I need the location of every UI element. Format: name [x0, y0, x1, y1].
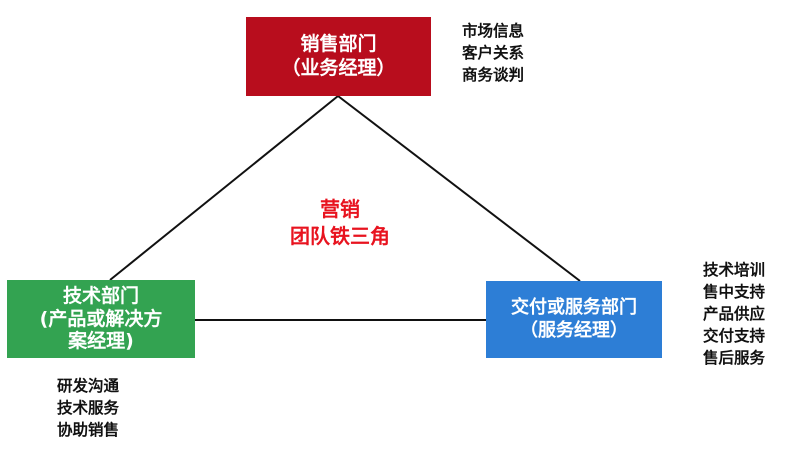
- delivery-responsibility-item: 技术培训: [703, 261, 766, 279]
- tech-responsibilities: 研发沟通 技术服务 协助销售: [57, 375, 119, 441]
- delivery-responsibility-item: 产品供应: [703, 305, 766, 323]
- tech-responsibility-item: 研发沟通: [57, 377, 120, 395]
- delivery-department-title: 交付或服务部门: [511, 297, 637, 318]
- tech-department-role-line1: (产品或解决方: [39, 307, 163, 330]
- sales-department-title: 销售部门: [300, 32, 377, 55]
- tech-responsibility-item: 协助销售: [57, 421, 120, 439]
- sales-responsibility-item: 客户关系: [462, 44, 525, 62]
- delivery-department-box: 交付或服务部门 （服务经理）: [486, 281, 662, 358]
- sales-responsibility-item: 商务谈判: [462, 66, 525, 84]
- tech-responsibility-item: 技术服务: [57, 399, 120, 417]
- iron-triangle-label-line1: 营销: [320, 197, 360, 221]
- sales-responsibility-item: 市场信息: [462, 22, 525, 40]
- iron-triangle-label: 营销 团队铁三角: [265, 196, 415, 250]
- connector-sales-delivery: [337, 95, 581, 282]
- delivery-responsibility-item: 售后服务: [703, 349, 766, 367]
- tech-department-role-line2: 案经理): [68, 330, 134, 353]
- sales-department-box: 销售部门 （业务经理）: [246, 17, 431, 96]
- delivery-responsibility-item: 交付支持: [703, 327, 766, 345]
- delivery-responsibilities: 技术培训 售中支持 产品供应 交付支持 售后服务: [703, 259, 765, 369]
- connector-sales-tech: [109, 95, 339, 281]
- tech-department-title: 技术部门: [62, 284, 139, 307]
- tech-department-box: 技术部门 (产品或解决方 案经理): [7, 280, 195, 358]
- sales-department-role: （业务经理）: [281, 56, 396, 79]
- sales-responsibilities: 市场信息 客户关系 商务谈判: [462, 20, 524, 86]
- iron-triangle-label-line2: 团队铁三角: [290, 224, 390, 248]
- delivery-department-role: （服务经理）: [520, 319, 628, 341]
- delivery-responsibility-item: 售中支持: [703, 283, 766, 301]
